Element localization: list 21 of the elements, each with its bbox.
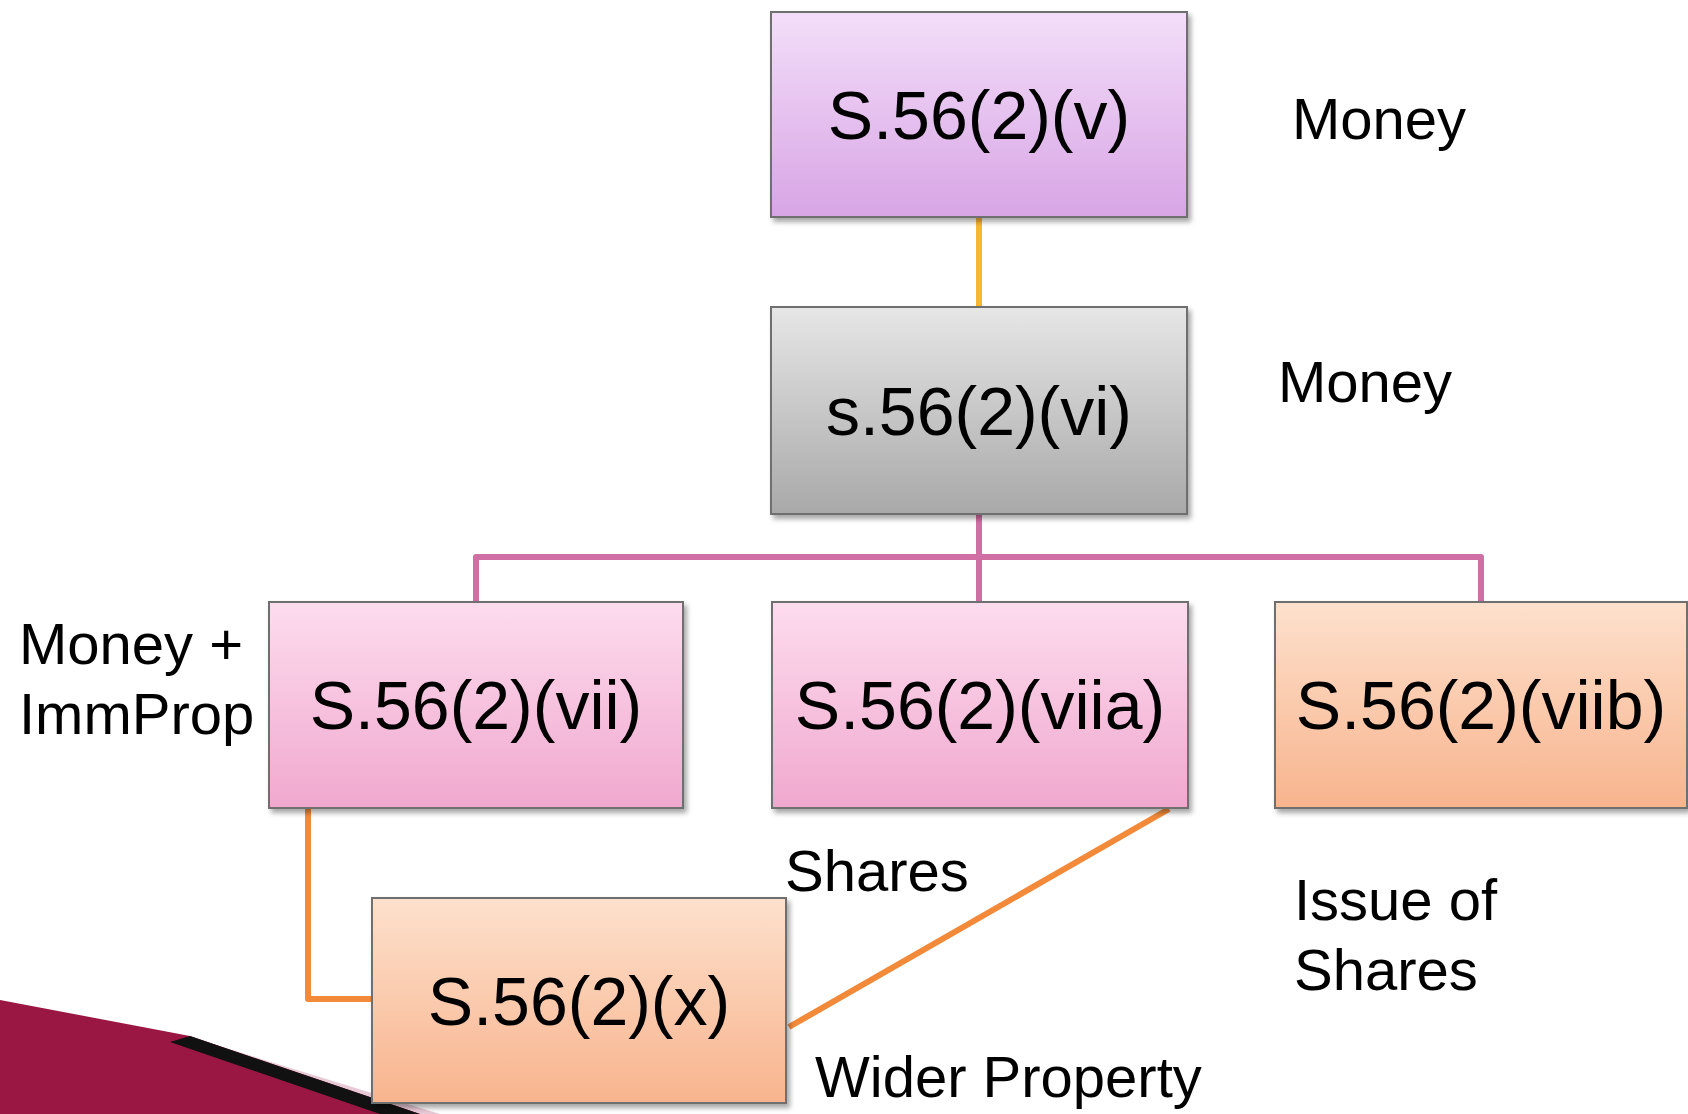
annotation-text: Shares	[785, 837, 969, 905]
section-box	[770, 11, 1188, 218]
connector-line	[976, 515, 1484, 601]
section-label: S.56(2)(vii)	[309, 666, 643, 744]
annotation-text: Issue of Shares	[1294, 866, 1499, 1004]
section-label: S.56(2)(v)	[827, 75, 1131, 154]
section-box	[268, 601, 684, 809]
annotation-text: Wider Property	[815, 1043, 1203, 1111]
connector-line	[305, 809, 371, 1002]
annotation-text: Money	[1278, 348, 1454, 416]
section-box	[771, 601, 1189, 809]
section-label: s.56(2)(vi)	[825, 371, 1132, 450]
annotation-text: Money + ImmProp	[19, 610, 256, 748]
section-box	[770, 306, 1188, 515]
section-box	[371, 897, 787, 1104]
connector-line	[976, 218, 982, 306]
section-label: S.56(2)(viib)	[1295, 666, 1667, 744]
section-label: S.56(2)(viia)	[794, 666, 1166, 744]
section-label: S.56(2)(x)	[427, 961, 731, 1040]
section-box	[1274, 601, 1688, 809]
annotation-text: Money	[1292, 85, 1468, 153]
